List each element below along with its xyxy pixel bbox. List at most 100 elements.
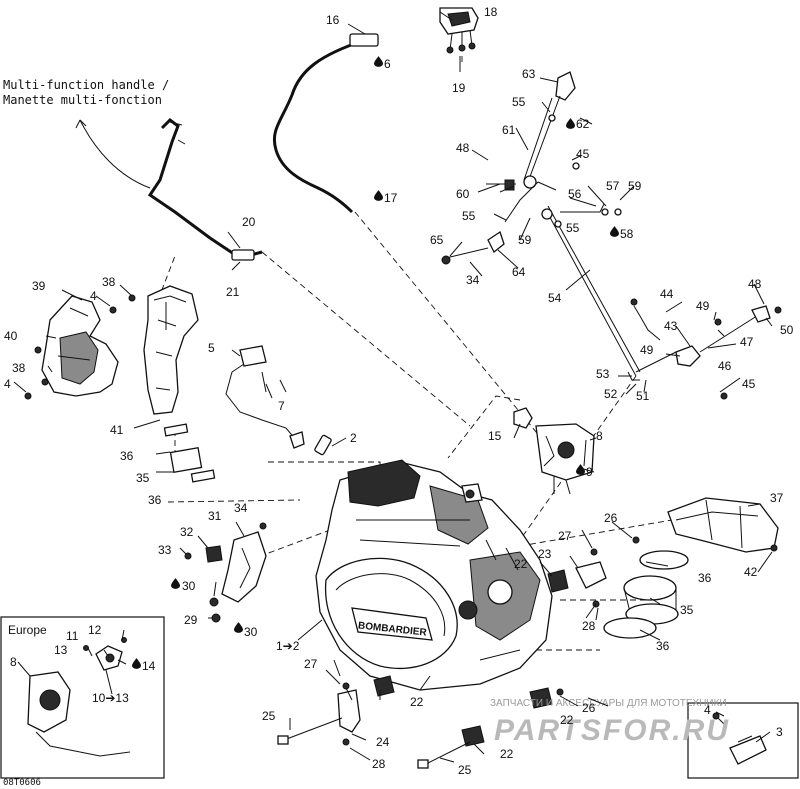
callout-4c: 4 <box>704 703 711 717</box>
callout-15: 15 <box>488 429 502 443</box>
callout-10: 10➔13 <box>92 691 129 705</box>
part-39-heat-shield <box>41 295 119 397</box>
part-23-bracket <box>547 536 640 608</box>
callout-57: 57 <box>606 179 620 193</box>
callout-27b: 27 <box>558 529 572 543</box>
callout-55a: 55 <box>512 95 526 109</box>
callout-54: 54 <box>548 291 562 305</box>
callout-8b: 8 <box>10 655 17 669</box>
callout-35a: 35 <box>136 471 150 485</box>
drop-icon <box>566 118 575 129</box>
callout-50: 50 <box>780 323 794 337</box>
caption-line-1: Multi-function handle / <box>3 78 169 92</box>
callout-36a: 36 <box>120 449 134 463</box>
callout-23: 23 <box>538 547 552 561</box>
cable-adjuster <box>231 249 255 261</box>
part-5-ignition-coil <box>225 345 332 456</box>
callout-11: 11 <box>66 629 79 643</box>
callout-28a: 28 <box>582 619 596 633</box>
shift-linkage <box>441 71 641 377</box>
callout-38a: 38 <box>102 275 116 289</box>
callout-49b: 49 <box>640 343 654 357</box>
callout-56: 56 <box>568 187 582 201</box>
callout-22c: 22 <box>560 713 574 727</box>
callout-63: 63 <box>522 67 536 81</box>
callout-48b: 48 <box>748 277 762 291</box>
drop-icon <box>374 56 383 67</box>
callout-17: 17 <box>384 191 398 205</box>
callout-49a: 49 <box>696 299 710 313</box>
callout-34: 34 <box>234 501 248 515</box>
part-24-bracket <box>277 675 395 746</box>
callout-27a: 27 <box>304 657 318 671</box>
engine-badge-icon <box>351 607 433 641</box>
callout-44: 44 <box>660 287 674 301</box>
shifter-bellcrank <box>627 298 782 400</box>
callout-3: 3 <box>776 725 783 739</box>
callout-33: 33 <box>158 543 172 557</box>
cable-end-16 <box>349 33 379 47</box>
callout-24: 24 <box>376 735 390 749</box>
callout-18: 18 <box>484 5 498 19</box>
callout-1: 1➔2 <box>276 639 300 653</box>
image-reference: 08T0606 <box>3 778 41 788</box>
callout-25b: 25 <box>458 763 472 777</box>
callout-31: 31 <box>208 509 222 523</box>
europe-inset-box <box>0 616 165 779</box>
part-22-studs <box>417 687 564 769</box>
part-31-engine-mount <box>184 522 267 623</box>
choke-cable <box>273 38 366 214</box>
callout-19: 19 <box>452 81 466 95</box>
callout-9: 9 <box>586 465 593 479</box>
callout-13: 13 <box>54 643 68 657</box>
callout-62: 62 <box>576 117 590 131</box>
callout-36c: 36 <box>698 571 712 585</box>
callout-22b: 22 <box>500 747 514 761</box>
callout-7: 7 <box>278 399 285 413</box>
callout-4b: 4 <box>4 377 11 391</box>
callout-35b: 35 <box>680 603 694 617</box>
callout-36b: 36 <box>148 493 162 507</box>
europe-label: Europe <box>8 623 47 637</box>
inset-carburetor <box>27 637 131 757</box>
callout-64: 64 <box>512 265 526 279</box>
callout-14: 14 <box>142 659 156 673</box>
callout-34b: 34 <box>466 273 480 287</box>
callout-59a: 59 <box>628 179 642 193</box>
callout-26a: 26 <box>582 701 596 715</box>
callout-65: 65 <box>430 233 444 247</box>
part-8-carburetor <box>513 407 595 495</box>
watermark-logo: PARTSFOR.RU <box>494 714 730 747</box>
callout-16: 16 <box>326 13 340 27</box>
callout-32: 32 <box>180 525 194 539</box>
caption-line-2: Manette multi-fonction <box>3 93 162 107</box>
callout-2: 2 <box>350 431 357 445</box>
callout-26b: 26 <box>604 511 618 525</box>
callout-28b: 28 <box>372 757 386 771</box>
callout-53: 53 <box>596 367 610 381</box>
callout-43: 43 <box>664 319 678 333</box>
drop-icon <box>171 578 180 589</box>
callout-25a: 25 <box>262 709 276 723</box>
callout-38b: 38 <box>12 361 26 375</box>
callout-12: 12 <box>88 623 102 637</box>
callout-20: 20 <box>242 215 256 229</box>
caption-leader <box>79 119 151 189</box>
throttle-cable <box>147 118 263 261</box>
callout-61: 61 <box>502 123 516 137</box>
right-inset-box <box>687 702 799 779</box>
callout-37: 37 <box>770 491 784 505</box>
callout-48a: 48 <box>456 141 470 155</box>
callouts: 16 18 6 19 63 55 62 61 48 45 60 56 57 59… <box>4 5 794 777</box>
callout-42: 42 <box>744 565 758 579</box>
callout-51: 51 <box>636 389 650 403</box>
callout-55b: 55 <box>462 209 476 223</box>
watermark-text: ЗАПЧАСТИ И АКСЕССУАРЫ ДЛЯ МОТОТЕХНИКИ <box>490 698 727 709</box>
drop-icon <box>132 658 141 669</box>
callout-30a: 30 <box>182 579 196 593</box>
drop-icon <box>234 622 243 633</box>
callout-59b: 59 <box>518 233 532 247</box>
part-18-holder <box>439 7 479 54</box>
callout-30b: 30 <box>244 625 258 639</box>
